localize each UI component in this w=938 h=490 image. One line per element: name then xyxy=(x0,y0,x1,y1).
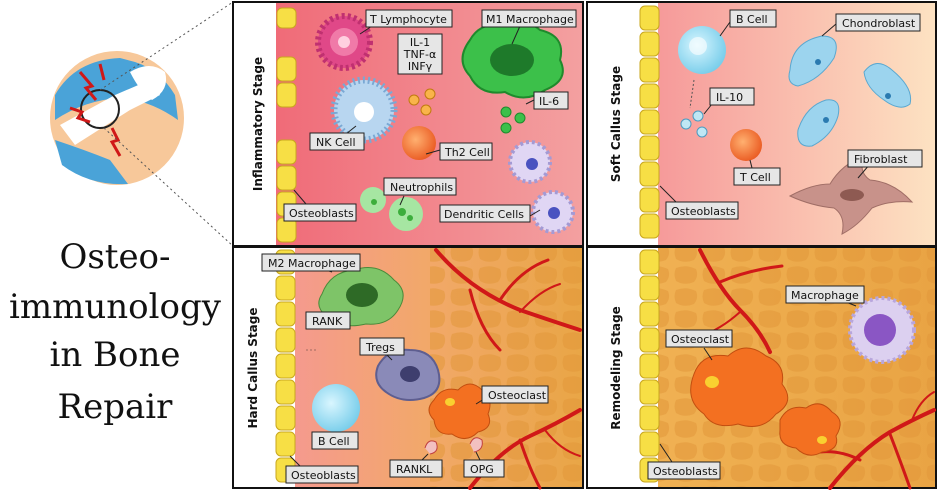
label-il10: IL-10 xyxy=(716,91,743,104)
m1-macrophage-cell xyxy=(461,19,564,99)
stage-label-hard-callus: Hard Callus Stage xyxy=(246,307,260,428)
b-cell-soft xyxy=(678,26,726,74)
label-neutrophils: Neutrophils xyxy=(390,181,453,194)
chondroblast-cells xyxy=(788,35,912,147)
label-il1: IL-1 xyxy=(410,36,430,49)
label-b-cell-hard: B Cell xyxy=(318,435,350,448)
stage-label-remodeling: Remodeling Stage xyxy=(609,306,623,430)
t-cell-soft xyxy=(730,129,762,161)
label-b-cell-soft: B Cell xyxy=(736,13,768,26)
cytokine-dots xyxy=(408,88,436,116)
il10-dots xyxy=(680,110,708,138)
label-t-cell: T Cell xyxy=(739,171,771,184)
label-il6: IL-6 xyxy=(539,95,559,108)
main-title: Osteo- immunology in Bone Repair xyxy=(9,237,222,427)
label-t-lymphocyte: T Lymphocyte xyxy=(369,13,447,26)
label-tregs: Tregs xyxy=(365,341,395,354)
label-infg: INFγ xyxy=(408,60,433,73)
nk-cell xyxy=(330,76,398,144)
dendritic-cell-2 xyxy=(531,190,575,234)
label-osteoclast-hard: Osteoclast xyxy=(488,389,547,402)
tregs-cell xyxy=(375,348,441,401)
macrophage-cell xyxy=(848,296,916,364)
joint-icon xyxy=(50,51,184,185)
osteoclast-remodeling-2 xyxy=(779,403,841,456)
t-lymphocyte-cell xyxy=(315,13,373,71)
dendritic-cell-1 xyxy=(508,140,552,184)
neutrophil-cells xyxy=(360,187,423,231)
fibroblast-cell xyxy=(788,155,914,235)
osteoblast-column xyxy=(639,249,660,483)
panel-hard-callus: Hard Callus Stage xyxy=(232,246,584,490)
il6-dots xyxy=(500,106,526,134)
label-th2-cell: Th2 Cell xyxy=(444,146,490,159)
label-fibroblast: Fibroblast xyxy=(854,153,908,166)
label-m1-macrophage: M1 Macrophage xyxy=(486,13,574,26)
panel-soft-callus: Soft Callus Stage B Cell xyxy=(586,1,937,247)
blood-vessels-hard xyxy=(434,248,582,490)
stage-label-soft-callus: Soft Callus Stage xyxy=(609,66,623,182)
label-m2-macrophage: M2 Macrophage xyxy=(268,257,356,270)
label-chondroblast: Chondroblast xyxy=(842,17,916,30)
rankl-receptor xyxy=(424,440,438,455)
label-opg: OPG xyxy=(470,463,494,476)
osteoblast-column xyxy=(275,249,296,483)
osteoclast-remodeling-1 xyxy=(690,347,789,427)
label-osteoclast-remodeling: Osteoclast xyxy=(671,333,730,346)
label-osteoblasts-remodeling: Osteoblasts xyxy=(653,465,718,478)
osteoblast-column xyxy=(639,5,660,239)
title-line-3: in Bone xyxy=(49,335,180,375)
title-line-2: immunology xyxy=(9,287,222,327)
panel-inflammatory: Inflammatory Stage xyxy=(232,1,584,247)
label-dendritic-cells: Dendritic Cells xyxy=(444,208,524,221)
label-macrophage: Macrophage xyxy=(791,289,859,302)
label-osteoblasts-hard: Osteoblasts xyxy=(291,469,356,482)
osteoclast-hard xyxy=(428,383,491,439)
opg-receptor xyxy=(469,437,483,453)
b-cell-hard xyxy=(312,384,360,432)
label-osteoblasts-inflammatory: Osteoblasts xyxy=(289,207,354,220)
label-osteoblasts-soft: Osteoblasts xyxy=(671,205,736,218)
label-nk-cell: NK Cell xyxy=(316,136,356,149)
title-line-1: Osteo- xyxy=(59,237,170,277)
zoom-line-bottom xyxy=(103,127,234,247)
zoom-line-top xyxy=(99,1,234,91)
stage-label-inflammatory: Inflammatory Stage xyxy=(251,57,265,191)
panel-remodeling: Remodeling Stage Macrophage Osteoclast xyxy=(586,246,937,490)
label-rankl: RANKL xyxy=(396,463,433,476)
th2-cell xyxy=(402,126,436,160)
label-tnf: TNF-α xyxy=(403,48,437,61)
label-rank: RANK xyxy=(312,315,343,328)
title-line-4: Repair xyxy=(58,387,174,427)
